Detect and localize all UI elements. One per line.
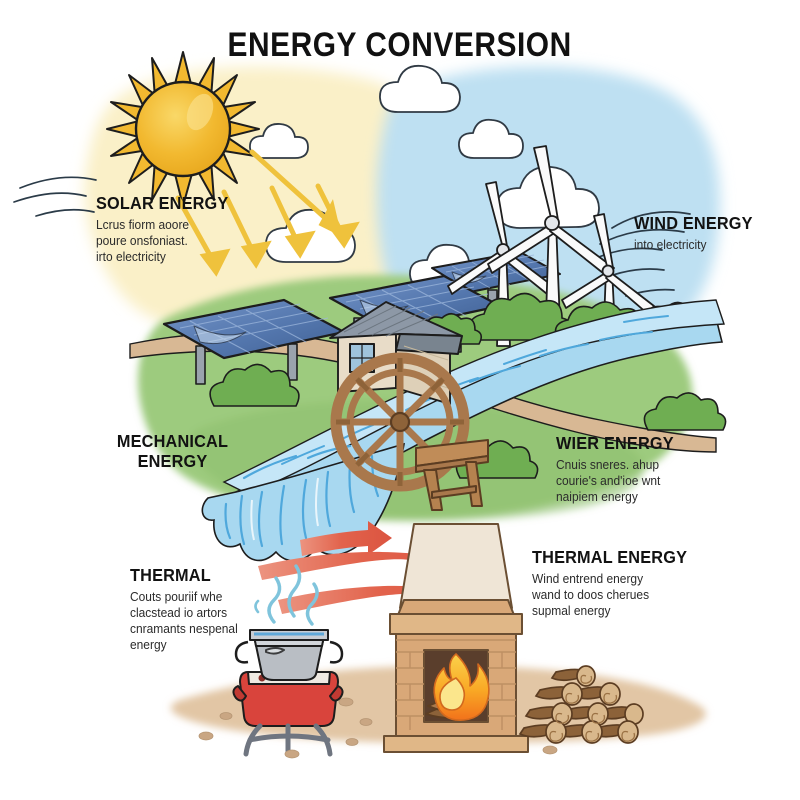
- label-mechanical-energy: MECHANICAL ENERGY: [80, 431, 265, 471]
- label-water-body: Cnuis sneres. ahup courie's and'ioe wnt …: [556, 457, 661, 504]
- river-icon: [222, 299, 725, 501]
- sun-icon: [106, 51, 260, 207]
- label-thermal-left-heading: THERMAL: [130, 565, 211, 585]
- stove-icon: [232, 671, 344, 757]
- label-solar-heading: SOLAR ENERGY: [96, 193, 229, 213]
- ground-pebbles: [198, 697, 558, 759]
- label-solar-energy: SOLAR ENERGY Lcrus fiorm aoore poure ons…: [96, 193, 286, 265]
- label-thermal-right-heading: THERMAL ENERGY: [532, 547, 688, 567]
- wind-turbine-icon: [447, 145, 655, 351]
- steam-icon: [254, 564, 319, 626]
- label-wind-energy: WIND ENERGY into electricity: [634, 213, 799, 253]
- cooking-pot-icon: [234, 629, 344, 681]
- sun-ray-arrows: [175, 149, 360, 277]
- label-thermal-left: THERMAL Couts pouriif whe clacstead io a…: [130, 565, 305, 653]
- label-mechanical-heading: MECHANICAL ENERGY: [116, 431, 229, 471]
- label-thermal-left-body: Couts pouriif whe clacstead io artors cn…: [130, 589, 238, 652]
- page-title: ENERGY CONVERSION: [0, 26, 800, 65]
- page-title-text: ENERGY CONVERSION: [227, 26, 573, 64]
- flame-icon: [433, 653, 490, 721]
- label-water-heading: WIER ENERGY: [556, 433, 674, 453]
- log-pile-icon: [518, 665, 644, 744]
- label-wind-body: into electricity: [634, 237, 707, 252]
- label-solar-body: Lcrus fiorm aoore poure onsfoniast. irto…: [96, 217, 190, 264]
- label-thermal-energy-right: THERMAL ENERGY Wind entrend energy wand …: [532, 547, 747, 619]
- label-thermal-right-body: Wind entrend energy wand to doos cherues…: [532, 571, 650, 618]
- label-wind-heading: WIND ENERGY: [634, 213, 753, 233]
- water-wheel-icon: [330, 352, 489, 511]
- label-water-energy: WIER ENERGY Cnuis sneres. ahup courie's …: [556, 433, 756, 505]
- fireplace-icon: [383, 523, 529, 753]
